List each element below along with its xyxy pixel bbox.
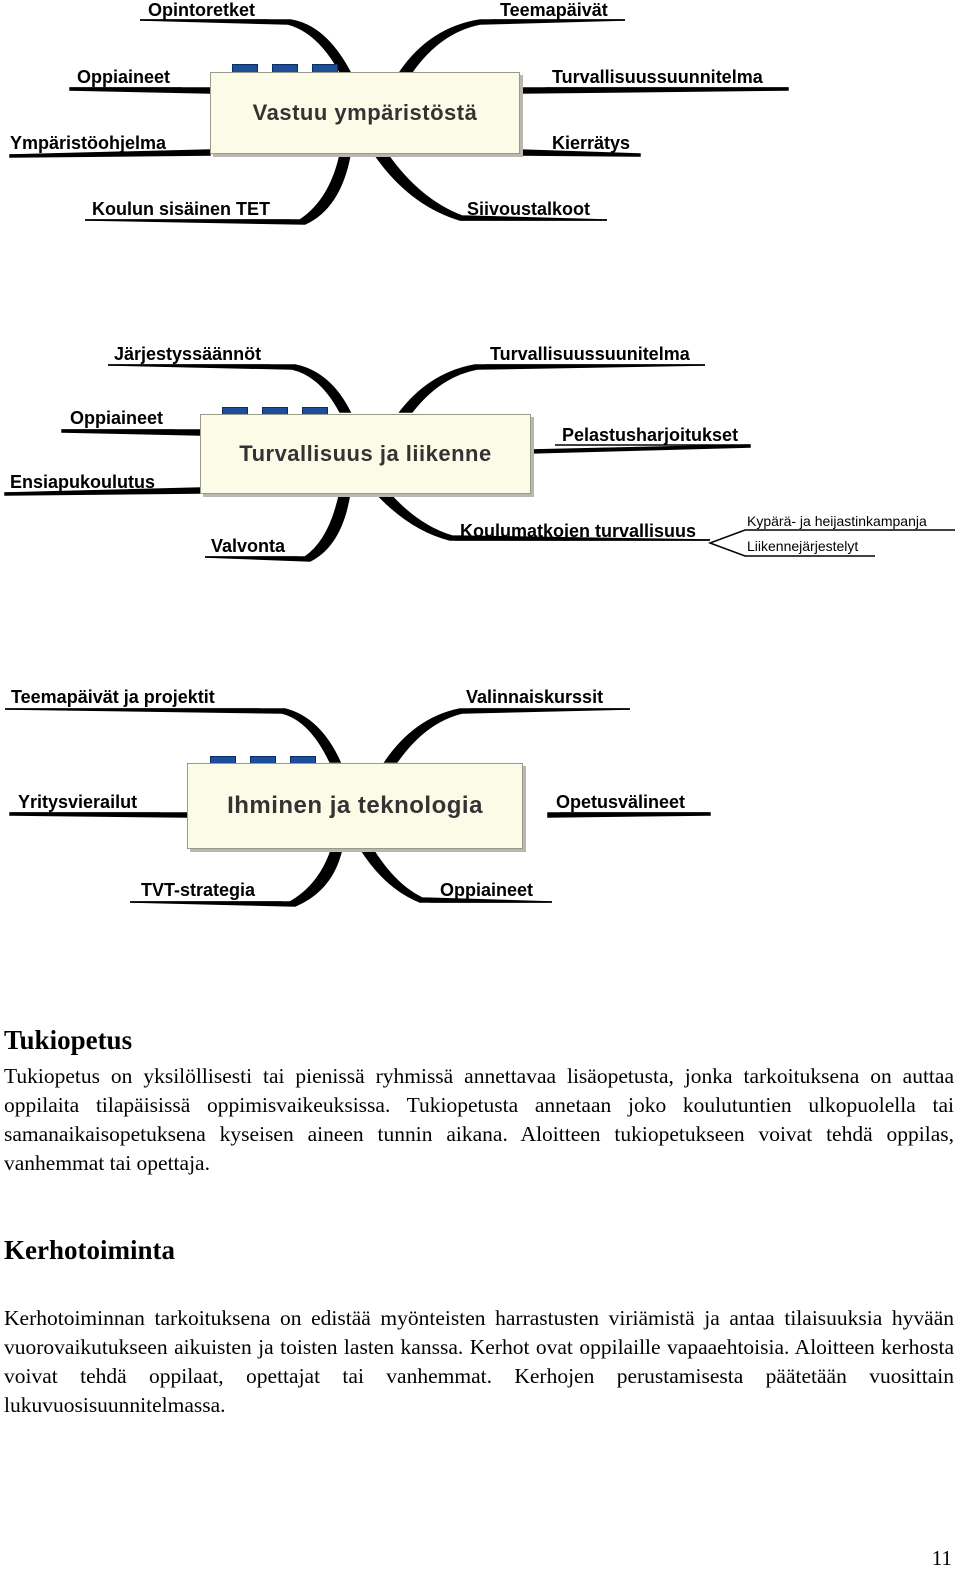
branch-tvt-strategia: TVT-strategia bbox=[141, 880, 256, 900]
branch-kierratys: Kierrätys bbox=[552, 133, 631, 153]
section-paragraph: Tukiopetus on yksilöllisesti tai pieniss… bbox=[4, 1064, 954, 1175]
center-node: Vastuu ympäristöstä bbox=[210, 72, 520, 154]
branch-valvonta: Valvonta bbox=[211, 536, 286, 556]
branch-opetusvalineet: Opetusvälineet bbox=[556, 792, 686, 812]
branch-turvallisuussuunitelma: Turvallisuussuunitelma bbox=[490, 344, 690, 364]
mindmap-turvallisuus-ja-liikenne: Turvallisuus ja liikenne Järjestyssäännö… bbox=[0, 340, 960, 570]
section-kerhotoiminta: Kerhotoiminta Kerhotoiminnan tarkoitukse… bbox=[4, 1234, 954, 1420]
branch-jarjestyssaannot: Järjestyssäännöt bbox=[114, 344, 262, 364]
branch-yritysvierailut: Yritysvierailut bbox=[18, 792, 138, 812]
branch-teemapaivat-ja-projektit: Teemapäivät ja projektit bbox=[11, 687, 215, 707]
mindmap-3-connectors bbox=[4, 708, 711, 907]
branch-teemapaivat: Teemapäivät bbox=[500, 0, 608, 20]
page-number: 11 bbox=[931, 1546, 952, 1570]
mindmap-vastuu-ymparistosta: Vastuu ympäristöstä Opintoretket Teemapä… bbox=[0, 0, 960, 230]
branch-ensiapukoulutus: Ensiapukoulutus bbox=[10, 472, 156, 492]
branch-koulumatkojen-turvallisuus: Koulumatkojen turvallisuus bbox=[460, 521, 697, 541]
section-heading: Kerhotoiminta bbox=[4, 1235, 175, 1265]
mindmap-ihminen-ja-teknologia: Ihminen ja teknologia Teemapäivät ja pro… bbox=[0, 680, 960, 910]
branch-oppiaineet: Oppiaineet bbox=[77, 67, 171, 87]
center-node: Ihminen ja teknologia bbox=[187, 763, 523, 849]
branch-valinnaiskurssit: Valinnaiskurssit bbox=[466, 687, 604, 707]
branch-turvallisuussuunnitelma: Turvallisuussuunnitelma bbox=[552, 67, 763, 87]
branch-oppiaineet: Oppiaineet bbox=[440, 880, 534, 900]
branch-pelastusharjoitukset: Pelastusharjoitukset bbox=[562, 425, 739, 445]
mindmap-1-connectors bbox=[9, 19, 789, 225]
center-node: Turvallisuus ja liikenne bbox=[200, 414, 531, 494]
branch-kypara-kampanja: Kypärä- ja heijastinkampanja bbox=[747, 513, 927, 529]
branch-liikennejarjestelyt: Liikennejärjestelyt bbox=[747, 538, 859, 554]
section-tukiopetus: Tukiopetus Tukiopetus on yksilöllisesti … bbox=[4, 1024, 954, 1178]
branch-oppiaineet: Oppiaineet bbox=[70, 408, 164, 428]
section-paragraph: Kerhotoiminnan tarkoituksena on edistää … bbox=[4, 1306, 954, 1417]
branch-opintoretket: Opintoretket bbox=[148, 0, 256, 20]
branch-ymparistoohjelma: Ympäristöohjelma bbox=[10, 133, 167, 153]
section-heading: Tukiopetus bbox=[4, 1025, 133, 1055]
branch-siivoustalkoot: Siivoustalkoot bbox=[467, 199, 591, 219]
branch-tet: Koulun sisäinen TET bbox=[92, 199, 271, 219]
